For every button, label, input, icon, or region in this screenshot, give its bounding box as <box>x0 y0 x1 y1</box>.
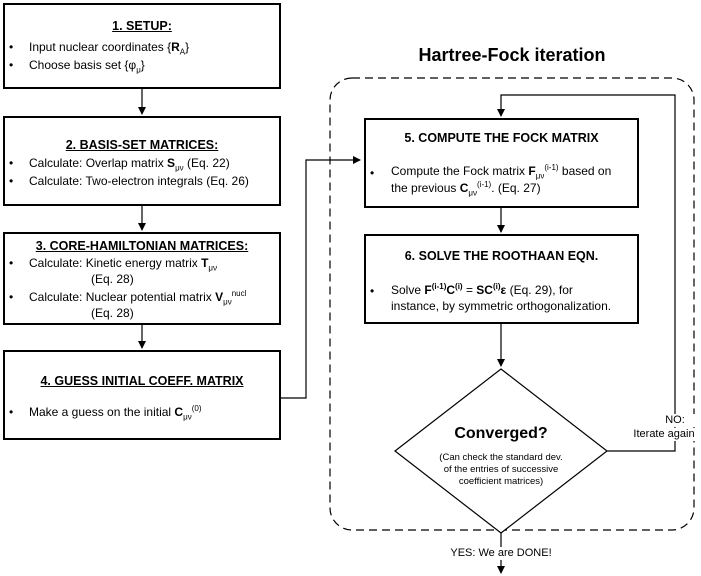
guess-item: Make a guess on the initial Cμν(0) <box>29 404 202 422</box>
decision-title: Converged? <box>454 425 548 442</box>
no-label-line-1: NO: <box>642 414 701 427</box>
guess-title: 4. GUESS INITIAL COEFF. MATRIX <box>40 374 244 388</box>
bullet: • <box>9 290 14 304</box>
fock-line-1: Compute the Fock matrix Fμν(i-1) based o… <box>391 163 612 181</box>
basis-item-two-electron: Calculate: Two-electron integrals (Eq. 2… <box>29 174 249 188</box>
bullet: • <box>9 405 14 419</box>
bullet: • <box>9 256 14 270</box>
decision-note-line-1: (Can check the standard dev. <box>439 452 563 463</box>
core-item-nuclear: Calculate: Nuclear potential matrix Vμνn… <box>29 289 247 307</box>
core-item-kinetic: Calculate: Kinetic energy matrix Tμν <box>29 256 218 273</box>
roothaan-title: 6. SOLVE THE ROOTHAAN EQN. <box>404 249 599 263</box>
basis-item-overlap: Calculate: Overlap matrix Sμν (Eq. 22) <box>29 156 230 173</box>
bullet: • <box>9 40 14 54</box>
decision-note-line-3: coefficient matrices) <box>458 476 544 487</box>
core-hamiltonian-box: 3. CORE-HAMILTONIAN MATRICES: • Calculat… <box>3 232 281 325</box>
arrow-no-loop <box>497 94 676 452</box>
bullet: • <box>370 166 375 180</box>
setup-box: 1. SETUP: • Input nuclear coordinates {R… <box>3 3 281 89</box>
setup-title: 1. SETUP: <box>112 19 172 33</box>
bullet: • <box>9 174 14 188</box>
basis-set-box: 2. BASIS-SET MATRICES: • Calculate: Over… <box>3 116 281 206</box>
fock-box: 5. COMPUTE THE FOCK MATRIX • Compute the… <box>364 118 639 208</box>
setup-item-coordinates: Input nuclear coordinates {RA} <box>29 40 190 57</box>
roothaan-line-1: Solve F(i-1)C(i) = SC(i)ε (Eq. 29), for <box>391 282 573 298</box>
bullet: • <box>9 156 14 170</box>
fock-title: 5. COMPUTE THE FOCK MATRIX <box>404 131 599 145</box>
bullet: • <box>9 58 14 72</box>
core-item-nuclear-eq: (Eq. 28) <box>91 306 134 320</box>
setup-item-basis-set: Choose basis set {φμ} <box>29 58 145 75</box>
no-label-line-2: Iterate again <box>630 428 698 441</box>
decision-diamond <box>394 368 608 534</box>
arrow-guess-to-fock <box>280 156 361 399</box>
roothaan-box: 6. SOLVE THE ROOTHAAN EQN. • Solve F(i-1… <box>364 234 639 324</box>
yes-label: YES: We are DONE! <box>401 547 601 560</box>
decision-note-line-2: of the entries of successive <box>443 464 559 475</box>
bullet: • <box>370 284 375 298</box>
guess-box: 4. GUESS INITIAL COEFF. MATRIX • Make a … <box>3 350 281 440</box>
iteration-frame <box>329 77 695 531</box>
roothaan-line-2: instance, by symmetric orthogonalization… <box>391 299 612 313</box>
core-item-kinetic-eq: (Eq. 28) <box>91 272 134 286</box>
fock-line-2: the previous Cμν(i-1). (Eq. 27) <box>391 180 541 198</box>
frame-title: Hartree-Fock iteration <box>418 45 606 65</box>
core-hamiltonian-title: 3. CORE-HAMILTONIAN MATRICES: <box>35 239 249 253</box>
basis-set-title: 2. BASIS-SET MATRICES: <box>65 138 219 152</box>
